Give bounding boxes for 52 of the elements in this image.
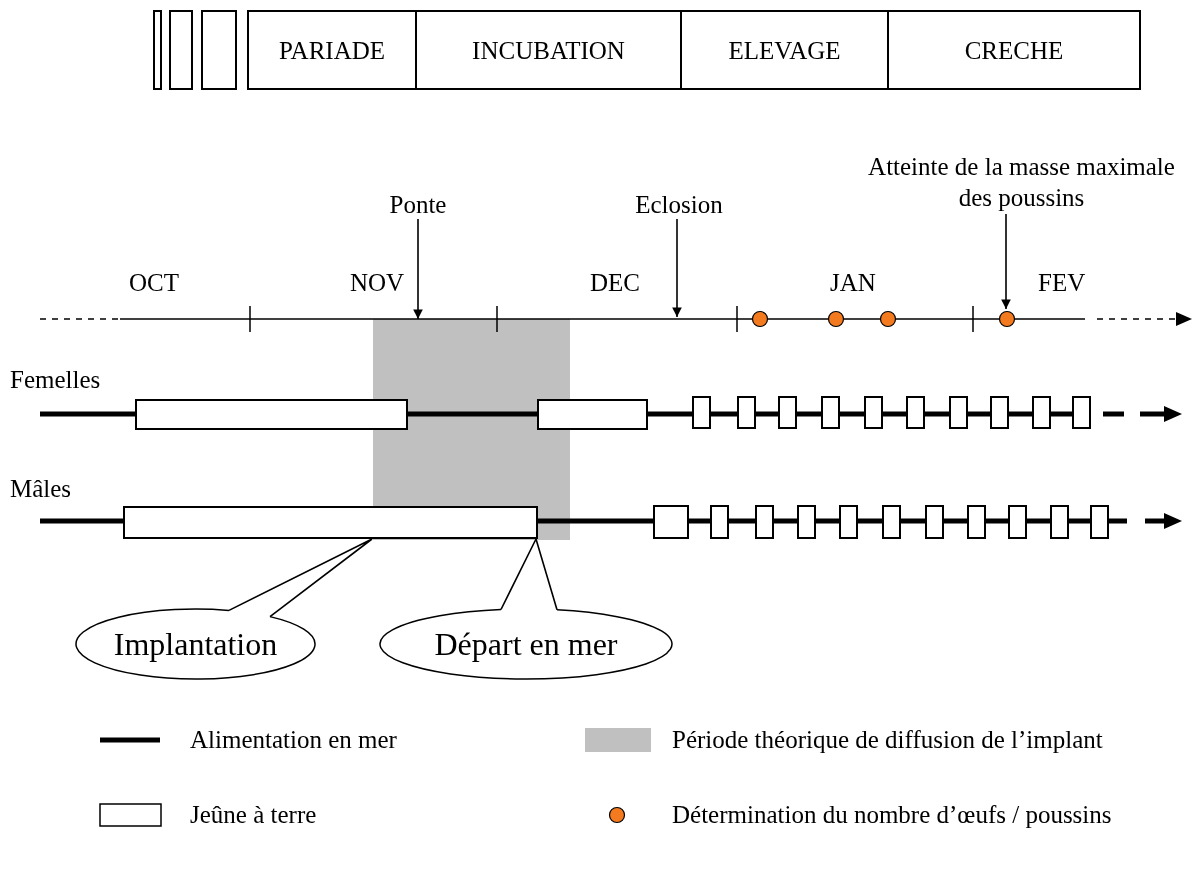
fasting-bar <box>1050 505 1069 539</box>
fasting-bar <box>925 505 944 539</box>
month-label: FEV <box>1038 268 1086 298</box>
fasting-bar <box>839 505 858 539</box>
fasting-bar <box>990 396 1009 429</box>
fasting-bar <box>1072 396 1091 429</box>
fasting-bar <box>123 506 538 539</box>
fasting-bar <box>1090 505 1109 539</box>
event-label: Eclosion <box>635 189 723 220</box>
callout-pointer <box>228 538 373 618</box>
phase-box: PARIADE <box>247 10 417 90</box>
phase-box: ELEVAGE <box>680 10 889 90</box>
arrow <box>1001 213 1011 310</box>
callout-pointer <box>500 538 558 611</box>
phase-box: CRECHE <box>887 10 1141 90</box>
month-label: NOV <box>350 268 405 298</box>
fasting-bar <box>906 396 925 429</box>
fasting-bar <box>1032 396 1051 429</box>
fasting-bar <box>864 396 883 429</box>
month-label: OCT <box>129 268 179 298</box>
fasting-bar <box>737 396 756 429</box>
fasting-bar <box>967 505 986 539</box>
row-label: Femelles <box>10 365 101 395</box>
arrow <box>672 218 682 318</box>
arrow <box>413 218 423 320</box>
fasting-bar <box>778 396 797 429</box>
bubble-text: Départ en mer <box>434 628 618 660</box>
event-label: Ponte <box>389 189 447 220</box>
fasting-bar <box>755 505 774 539</box>
event-label: Atteinte de la masse maximale des poussins <box>867 152 1176 213</box>
fasting-bar <box>692 396 711 429</box>
fasting-bar <box>821 396 840 429</box>
fasting-bar <box>710 505 729 539</box>
fasting-bar <box>1008 505 1027 539</box>
empty-box <box>153 10 162 90</box>
fasting-bar <box>537 399 648 430</box>
month-label: DEC <box>590 268 640 298</box>
empty-box <box>169 10 193 90</box>
fasting-bar <box>653 505 689 539</box>
fasting-bar <box>135 399 408 430</box>
row-label: Mâles <box>10 474 72 504</box>
fasting-bar <box>882 505 901 539</box>
month-label: JAN <box>830 268 876 298</box>
legend-label: Jeûne à terre <box>190 800 317 830</box>
legend-label: Détermination du nombre d’œufs / poussins <box>672 800 1112 830</box>
phase-box: INCUBATION <box>415 10 682 90</box>
legend-label: Période théorique de diffusion de l’implant <box>672 725 1103 755</box>
fasting-bar <box>797 505 816 539</box>
empty-box <box>201 10 237 90</box>
fasting-bar <box>949 396 968 429</box>
legend-label: Alimentation en mer <box>190 725 397 755</box>
bubble-text: Implantation <box>113 628 278 660</box>
